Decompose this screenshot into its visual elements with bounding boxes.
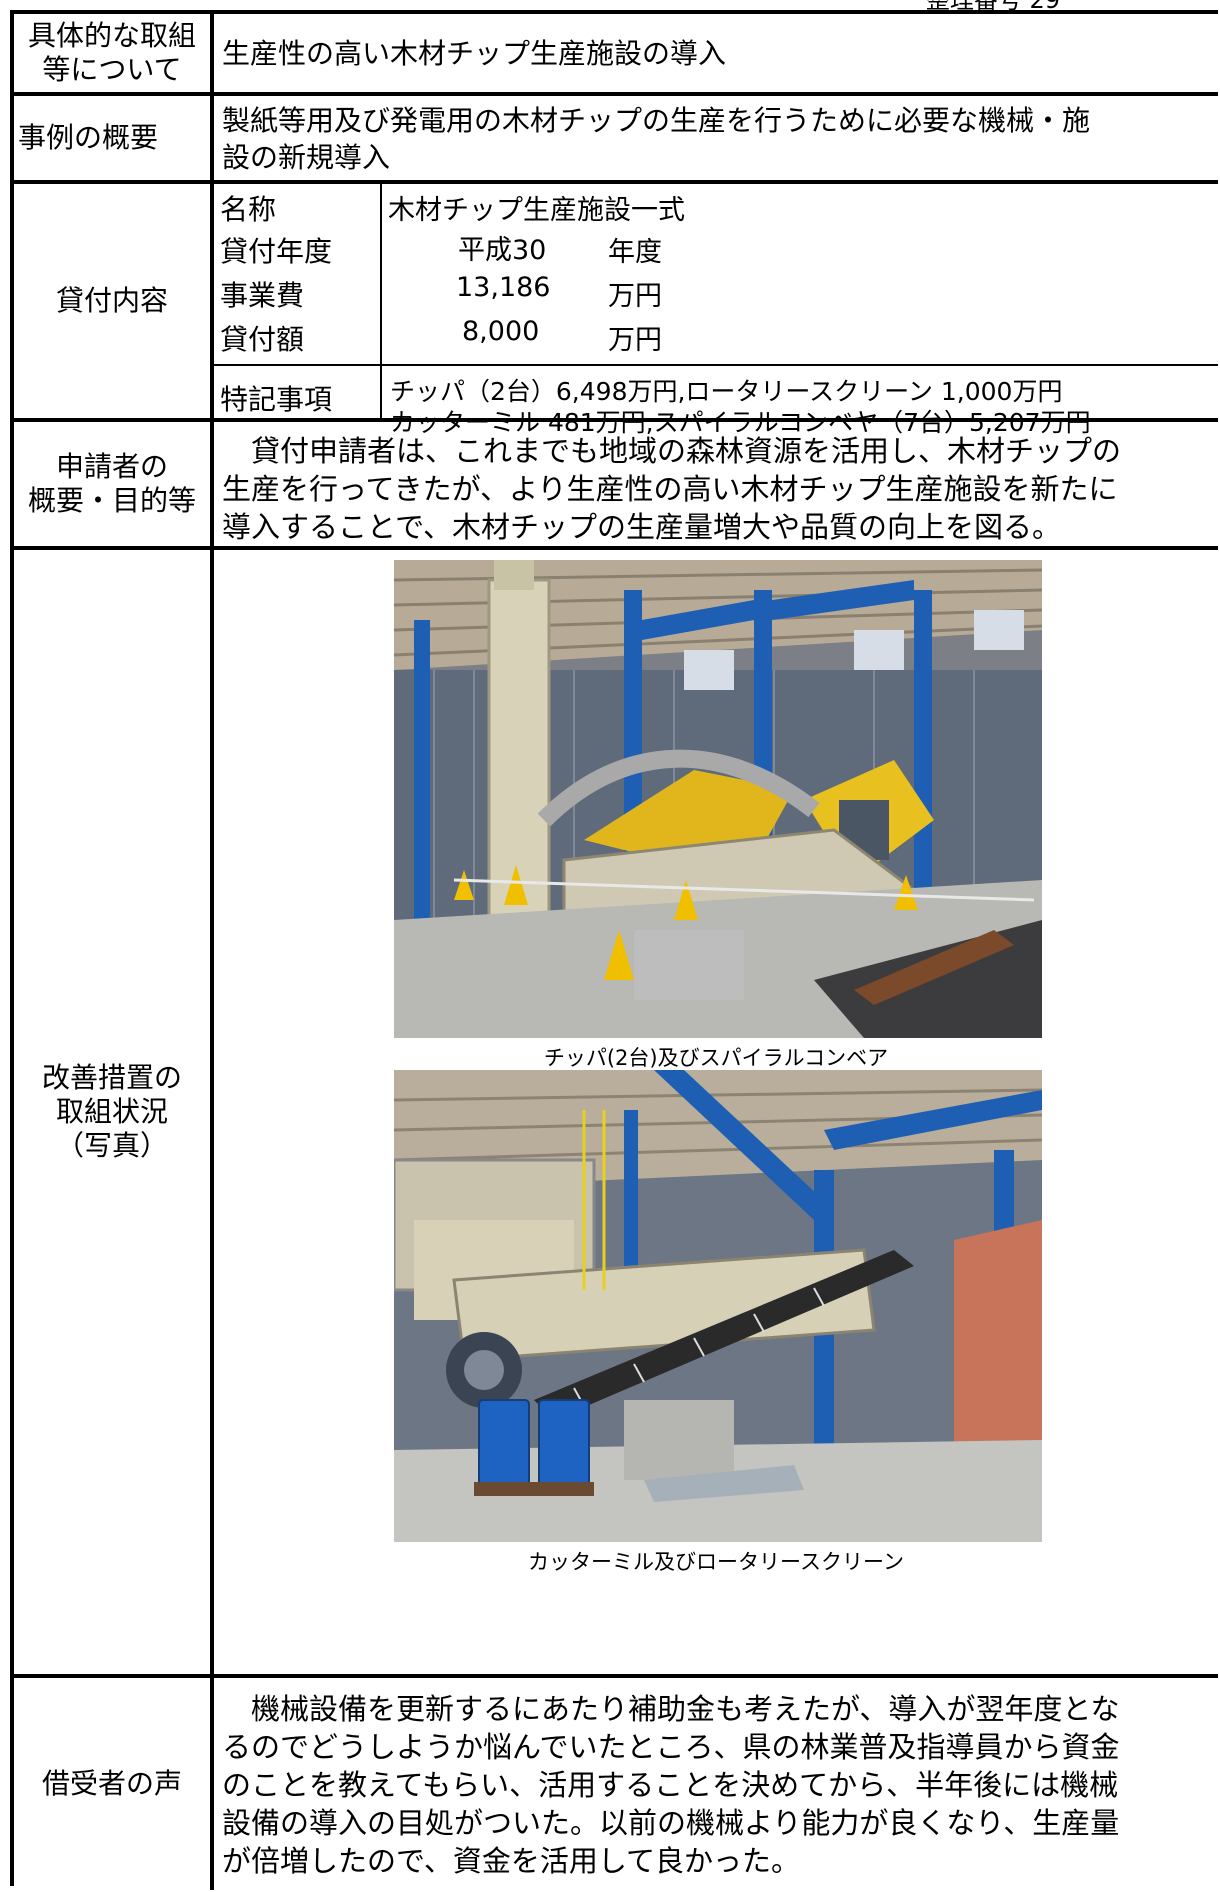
- photo-chipper: [394, 560, 1042, 1038]
- loan-special-notes: チッパ（2台）6,498万円,ロータリースクリーン 1,000万円 カッターミル…: [390, 376, 1091, 438]
- label-photos: 改善措置の 取組状況 （写真）: [14, 550, 214, 1674]
- initiative-text: 生産性の高い木材チップ生産施設の導入: [222, 36, 727, 70]
- row-loan: 貸付内容 名称 木材チップ生産施設一式 貸付年度 平成30 年度 事業費 13,…: [14, 184, 1218, 437]
- voice-line: のことを教えてもらい、活用することを決めてから、半年後には機械: [222, 1768, 1119, 1802]
- applicant-line: 導入することで、木材チップの生産量増大や品質の向上を図る。: [222, 510, 1061, 544]
- divider: [380, 184, 382, 364]
- label-applicant: 申請者の 概要・目的等: [14, 422, 214, 546]
- overview-line: 設の新規導入: [222, 141, 391, 174]
- loan-amount-value: 8,000: [462, 316, 540, 347]
- loan-year-value: 平成30: [458, 235, 547, 266]
- loan-amount-unit: 万円: [608, 325, 662, 356]
- photo-cutter-mill-image: [394, 1070, 1042, 1542]
- applicant-line: 貸付申請者は、これまでも地域の森林資源を活用し、木材チップの: [251, 434, 1122, 468]
- label-overview: 事例の概要: [14, 96, 214, 180]
- label-initiative: 具体的な取組 等について: [14, 14, 214, 92]
- row-photos: 改善措置の 取組状況 （写真）: [14, 550, 1218, 1678]
- overview-text: 製紙等用及び発電用の木材チップの生産を行うために必要な機械・施 設の新規導入: [214, 96, 1218, 180]
- loan-cost-unit: 万円: [608, 281, 662, 312]
- special-line: カッターミル 481万円,スパイラルコンベヤ（7台）5,207万円: [390, 408, 1091, 437]
- loan-cost-key: 事業費: [220, 279, 305, 312]
- document-table: 具体的な取組 等について 生産性の高い木材チップ生産施設の導入 事例の概要 製紙…: [10, 10, 1218, 1890]
- special-line: チッパ（2台）6,498万円,ロータリースクリーン 1,000万円: [390, 377, 1063, 406]
- voice-text: 機械設備を更新するにあたり補助金も考えたが、導入が翌年度とな るのでどうしようか…: [214, 1678, 1218, 1890]
- voice-line: 設備の導入の目処がついた。以前の機械より能力が良くなり、生産量: [222, 1806, 1120, 1840]
- row-applicant: 申請者の 概要・目的等 貸付申請者は、これまでも地域の森林資源を活用し、木材チッ…: [14, 422, 1218, 550]
- loan-amount-key: 貸付額: [220, 323, 305, 356]
- divider: [380, 364, 382, 418]
- voice-line: るのでどうしようか悩んでいたところ、県の林業普及指導員から資金: [222, 1730, 1120, 1764]
- overview-line: 製紙等用及び発電用の木材チップの生産を行うために必要な機械・施: [222, 104, 1091, 137]
- applicant-line: 生産を行ってきたが、より生産性の高い木材チップ生産施設を新たに: [222, 472, 1118, 506]
- photo-chipper-image: [394, 560, 1042, 1038]
- loan-cost-value: 13,186: [456, 272, 551, 303]
- voice-line: が倍増したので、資金を活用して良かった。: [222, 1844, 800, 1878]
- label-loan: 貸付内容: [14, 184, 214, 418]
- loan-year-unit: 年度: [608, 237, 662, 268]
- voice-line: 機械設備を更新するにあたり補助金も考えたが、導入が翌年度とな: [251, 1692, 1120, 1726]
- loan-name-value: 木材チップ生産施設一式: [388, 195, 685, 226]
- row-initiative: 具体的な取組 等について 生産性の高い木材チップ生産施設の導入: [14, 14, 1218, 96]
- divider: [214, 364, 1218, 366]
- label-voice: 借受者の声: [14, 1678, 214, 1890]
- loan-name-key: 名称: [220, 193, 277, 226]
- photo-cutter-mill-caption: カッターミル及びロータリースクリーン: [528, 1550, 904, 1574]
- loan-special-key: 特記事項: [220, 383, 333, 416]
- row-overview: 事例の概要 製紙等用及び発電用の木材チップの生産を行うために必要な機械・施 設の…: [14, 96, 1218, 184]
- photo-cutter-mill: [394, 1070, 1042, 1542]
- applicant-text: 貸付申請者は、これまでも地域の森林資源を活用し、木材チップの 生産を行ってきたが…: [214, 422, 1218, 546]
- loan-details: 名称 木材チップ生産施設一式 貸付年度 平成30 年度 事業費 13,186 万…: [214, 184, 1218, 437]
- loan-year-key: 貸付年度: [220, 235, 333, 268]
- photo-chipper-caption: チッパ(2台)及びスパイラルコンベア: [543, 1046, 889, 1070]
- row-voice: 借受者の声 機械設備を更新するにあたり補助金も考えたが、導入が翌年度とな るので…: [14, 1678, 1218, 1890]
